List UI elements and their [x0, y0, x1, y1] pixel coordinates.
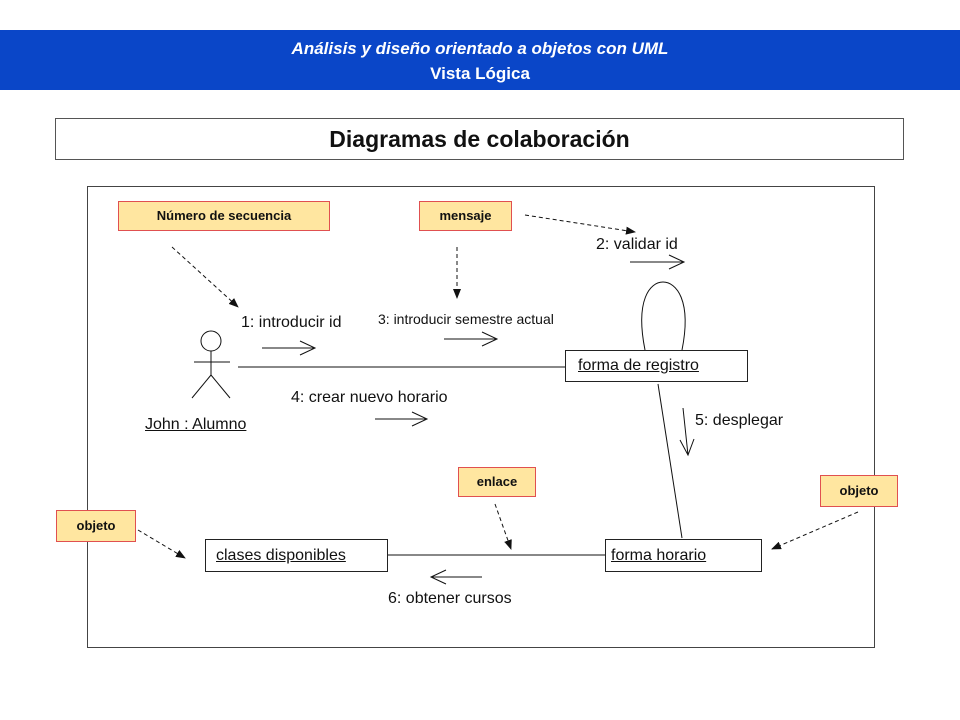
actor-label: John : Alumno: [145, 416, 247, 433]
object-available-classes: clases disponibles: [205, 539, 388, 572]
header-title: Análisis y diseño orientado a objetos co…: [291, 39, 669, 58]
message-arrows: [262, 254, 695, 585]
object-schedule-form: forma horario: [605, 539, 762, 572]
message-6-label: 6: obtener cursos: [388, 590, 512, 607]
note-object-right: objeto: [820, 475, 898, 507]
self-link-loop: [641, 281, 686, 351]
message-5-label: 5: desplegar: [695, 412, 784, 429]
page-title: Diagramas de colaboración: [55, 118, 904, 160]
note-link: enlace: [458, 467, 536, 497]
header-banner: Análisis y diseño orientado a objetos co…: [0, 30, 960, 90]
note-sequence-number: Número de secuencia: [118, 201, 330, 231]
message-2-label: 2: validar id: [596, 236, 678, 253]
link-registration-schedule: [657, 383, 683, 539]
header-subtitle: Vista Lógica: [430, 64, 530, 83]
note-object-left: objeto: [56, 510, 136, 542]
message-3-label: 3: introducir semestre actual: [378, 311, 554, 327]
diagram-frame: [87, 186, 875, 648]
object-registration-form: forma de registro: [565, 350, 748, 382]
message-4-label: 4: crear nuevo horario: [291, 389, 448, 406]
message-1-label: 1: introducir id: [241, 314, 342, 331]
actor-stick-figure-icon: [191, 330, 231, 399]
note-message: mensaje: [419, 201, 512, 231]
note-pointers: [137, 214, 859, 559]
